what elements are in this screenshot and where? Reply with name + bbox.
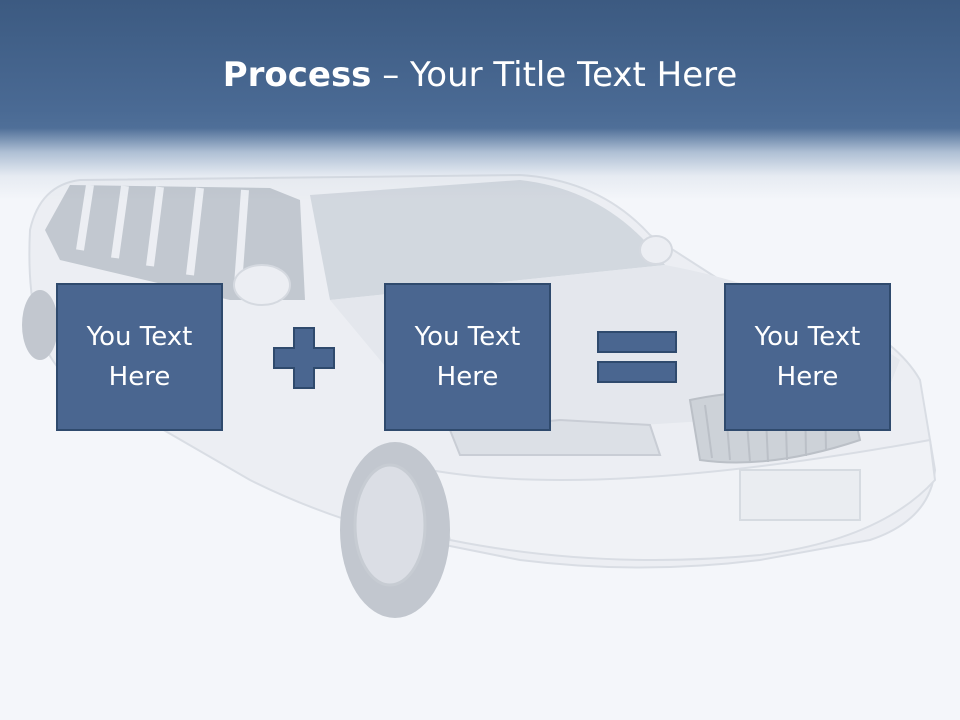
text-box-2[interactable]: You Text Here (384, 283, 551, 431)
title-rest: – Your Title Text Here (371, 55, 738, 95)
plus-icon (273, 327, 335, 389)
text-box-2-label: You Text Here (414, 322, 521, 392)
equals-icon (597, 331, 677, 383)
text-box-1[interactable]: You Text Here (56, 283, 223, 431)
text-box-3-label: You Text Here (754, 322, 861, 392)
text-box-3[interactable]: You Text Here (724, 283, 891, 431)
text-box-1-label: You Text Here (86, 322, 193, 392)
slide-title: Process – Your Title Text Here (0, 52, 960, 98)
title-banner (0, 0, 960, 200)
title-bold: Process (222, 55, 372, 95)
